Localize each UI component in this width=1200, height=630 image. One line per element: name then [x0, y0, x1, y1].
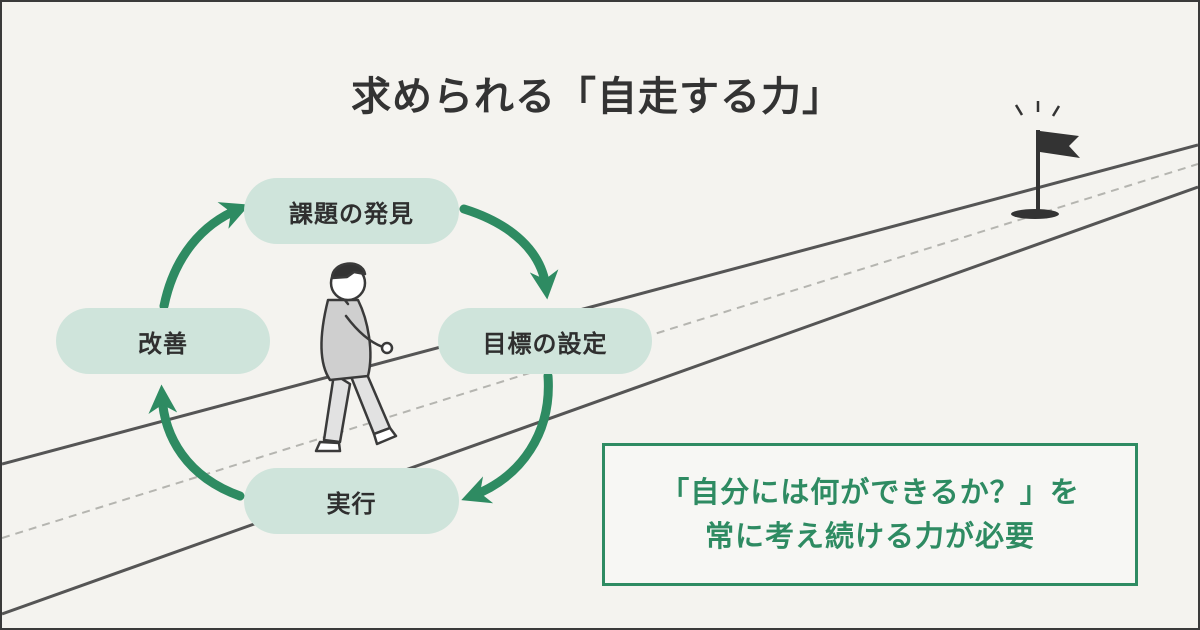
cycle-arrows — [148, 202, 559, 504]
cycle-step-execution: 実行 — [244, 468, 459, 534]
arrow-discovery-to-goal — [459, 204, 559, 300]
message-box: 「自分には何ができるか？」を 常に考え続ける力が必要 — [602, 443, 1138, 586]
message-line-1: 「自分には何ができるか？」を — [660, 475, 1080, 509]
cycle-step-goal-setting: 目標の設定 — [438, 308, 652, 374]
walking-person-icon — [314, 262, 398, 453]
road-lower-edge — [2, 185, 1198, 616]
road — [2, 143, 1198, 616]
arrow-execution-to-improvement — [148, 384, 245, 501]
road-upper-edge — [2, 143, 1198, 466]
cycle-step-improvement: 改善 — [56, 308, 270, 374]
arrow-goal-to-execution — [461, 371, 553, 504]
cycle-step-discovery: 課題の発見 — [244, 178, 459, 244]
goal-flag-icon — [1011, 101, 1080, 219]
page-title: 求められる「自走する力」 — [351, 74, 843, 120]
arrow-improvement-to-discovery — [159, 202, 250, 311]
message-line-2: 常に考え続ける力が必要 — [704, 518, 1035, 553]
